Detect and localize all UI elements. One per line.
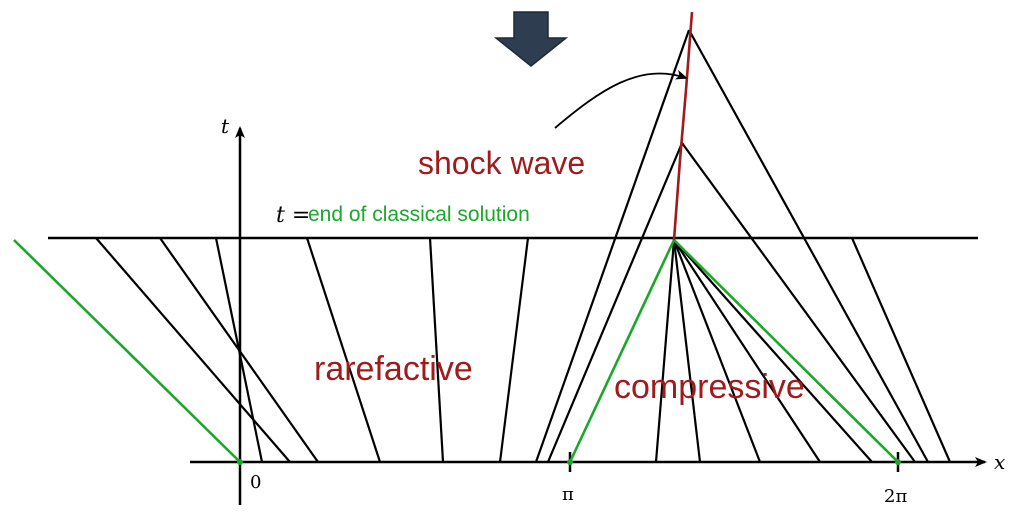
end-line-equation: t = bbox=[276, 203, 310, 228]
characteristic-line bbox=[654, 239, 676, 463]
characteristic-line bbox=[546, 142, 684, 463]
end-line-variable: t bbox=[276, 203, 285, 228]
shock-wave-curve bbox=[672, 11, 694, 241]
green-characteristic-line bbox=[13, 239, 241, 463]
characteristic-line bbox=[305, 237, 382, 463]
green-characteristic-line bbox=[673, 239, 899, 463]
rarefactive-label: rarefactive bbox=[314, 350, 473, 388]
characteristic-line bbox=[672, 239, 702, 463]
characteristic-line bbox=[673, 239, 873, 463]
tick-label-2pi: 2π bbox=[884, 486, 907, 507]
shock-pointer-arrow bbox=[554, 69, 688, 129]
characteristic-lines bbox=[95, 29, 952, 463]
tick-label-0: 0 bbox=[250, 472, 261, 493]
characteristic-line bbox=[534, 29, 691, 463]
end-line-equals: = bbox=[285, 203, 310, 228]
end-line-text: end of classical solution bbox=[308, 203, 530, 226]
green-characteristics bbox=[13, 239, 899, 463]
down-arrow-icon bbox=[493, 11, 569, 67]
green-point-pi bbox=[567, 459, 573, 465]
green-point-origin bbox=[237, 459, 243, 465]
characteristic-line bbox=[95, 237, 291, 463]
characteristic-line bbox=[498, 237, 530, 463]
green-characteristic-line bbox=[568, 239, 676, 463]
t-axis-label: t bbox=[221, 114, 230, 138]
tick-label-pi: π bbox=[562, 484, 574, 505]
characteristic-line bbox=[214, 237, 264, 463]
characteristic-line bbox=[672, 239, 762, 463]
characteristic-line bbox=[850, 237, 952, 463]
characteristic-line bbox=[688, 29, 929, 463]
characteristic-line bbox=[428, 237, 445, 463]
green-point-2pi bbox=[895, 459, 901, 465]
x-axis-label: x bbox=[994, 450, 1005, 474]
shock-wave-label: shock wave bbox=[418, 145, 585, 181]
characteristic-line bbox=[673, 239, 821, 463]
characteristic-line bbox=[681, 142, 916, 463]
compressive-label: compressive bbox=[614, 368, 805, 406]
